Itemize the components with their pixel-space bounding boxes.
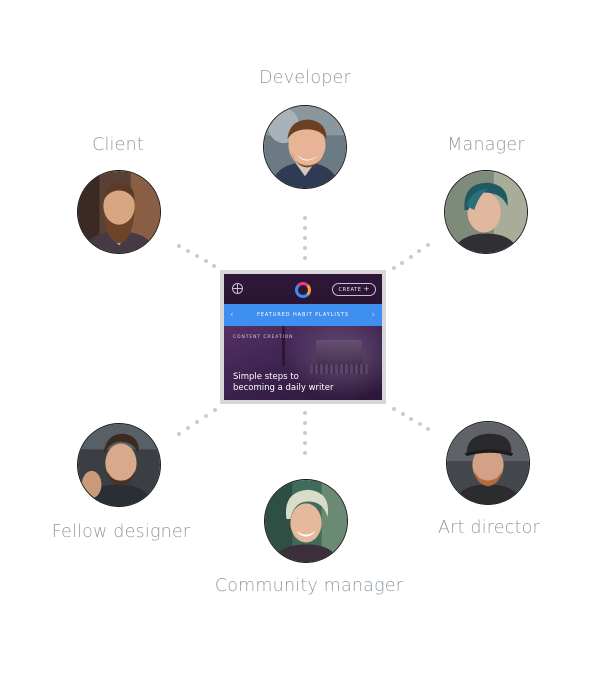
connector-dot — [186, 249, 190, 253]
connector-dot — [212, 264, 216, 268]
playlist-category: CONTENT CREATION — [233, 335, 294, 340]
connector-dot — [426, 427, 430, 431]
connector-dot — [418, 422, 422, 426]
role-label-fellow-designer: Fellow designer — [51, 522, 191, 542]
connector-dot — [213, 408, 217, 412]
connector-dot — [177, 244, 181, 248]
connector-dot — [303, 256, 307, 260]
role-label-community-manager: Community manager — [214, 576, 404, 596]
connector-dot — [401, 412, 405, 416]
app-screen: CREATE+ ‹ FEATURED HABIT PLAYLISTS › CON… — [224, 274, 382, 400]
app-top-bar: CREATE+ — [224, 274, 382, 304]
hero-image-keys — [310, 364, 368, 374]
developer-avatar-icon — [263, 105, 347, 189]
featured-playlists-label: FEATURED HABIT PLAYLISTS — [257, 312, 349, 318]
role-label-developer: Developer — [259, 68, 351, 88]
playlist-hero-card[interactable]: CONTENT CREATION Simple steps to becomin… — [224, 326, 382, 400]
connector-dot — [417, 249, 421, 253]
connector-dot — [392, 266, 396, 270]
playlist-title-line-1: Simple steps to — [233, 372, 299, 382]
connector-dot — [303, 451, 307, 455]
connector-dot — [204, 259, 208, 263]
connector-dot — [204, 414, 208, 418]
ring-logo-icon — [295, 282, 311, 298]
role-label-art-director: Art director — [438, 518, 540, 538]
connector-dot — [186, 426, 190, 430]
chevron-right-icon[interactable]: › — [371, 310, 376, 320]
playlist-title-line-2: becoming a daily writer — [233, 382, 334, 393]
manager-avatar-icon — [444, 170, 528, 254]
plus-icon: + — [363, 285, 370, 293]
connector-dot — [303, 411, 307, 415]
app-preview: CREATE+ ‹ FEATURED HABIT PLAYLISTS › CON… — [220, 270, 386, 404]
connector-dot — [303, 441, 307, 445]
create-button[interactable]: CREATE+ — [331, 283, 376, 296]
connector-dot — [426, 243, 430, 247]
connector-dot — [177, 432, 181, 436]
chevron-left-icon[interactable]: ‹ — [230, 310, 235, 320]
playlist-title: Simple steps to becoming a daily writer — [233, 372, 343, 393]
hero-image-typewriter — [316, 340, 362, 366]
connector-dot — [409, 255, 413, 259]
community-manager-avatar-icon — [264, 479, 348, 563]
role-label-manager: Manager — [447, 135, 525, 155]
art-director-avatar-icon — [446, 421, 530, 505]
featured-playlists-bar[interactable]: ‹ FEATURED HABIT PLAYLISTS › — [224, 304, 382, 326]
connector-dot — [195, 254, 199, 258]
create-button-label: CREATE — [338, 287, 362, 293]
connector-dot — [195, 420, 199, 424]
connector-dot — [303, 216, 307, 220]
client-avatar-icon — [77, 170, 161, 254]
globe-icon[interactable] — [232, 283, 243, 294]
role-label-client: Client — [92, 135, 144, 155]
connector-dot — [303, 431, 307, 435]
connector-dot — [303, 421, 307, 425]
connector-dot — [392, 407, 396, 411]
connector-dot — [303, 236, 307, 240]
connector-dot — [400, 261, 404, 265]
hero-image-lamp — [282, 326, 285, 366]
connector-dot — [303, 226, 307, 230]
fellow-designer-avatar-icon — [77, 423, 161, 507]
connector-dot — [303, 246, 307, 250]
connector-dot — [409, 417, 413, 421]
